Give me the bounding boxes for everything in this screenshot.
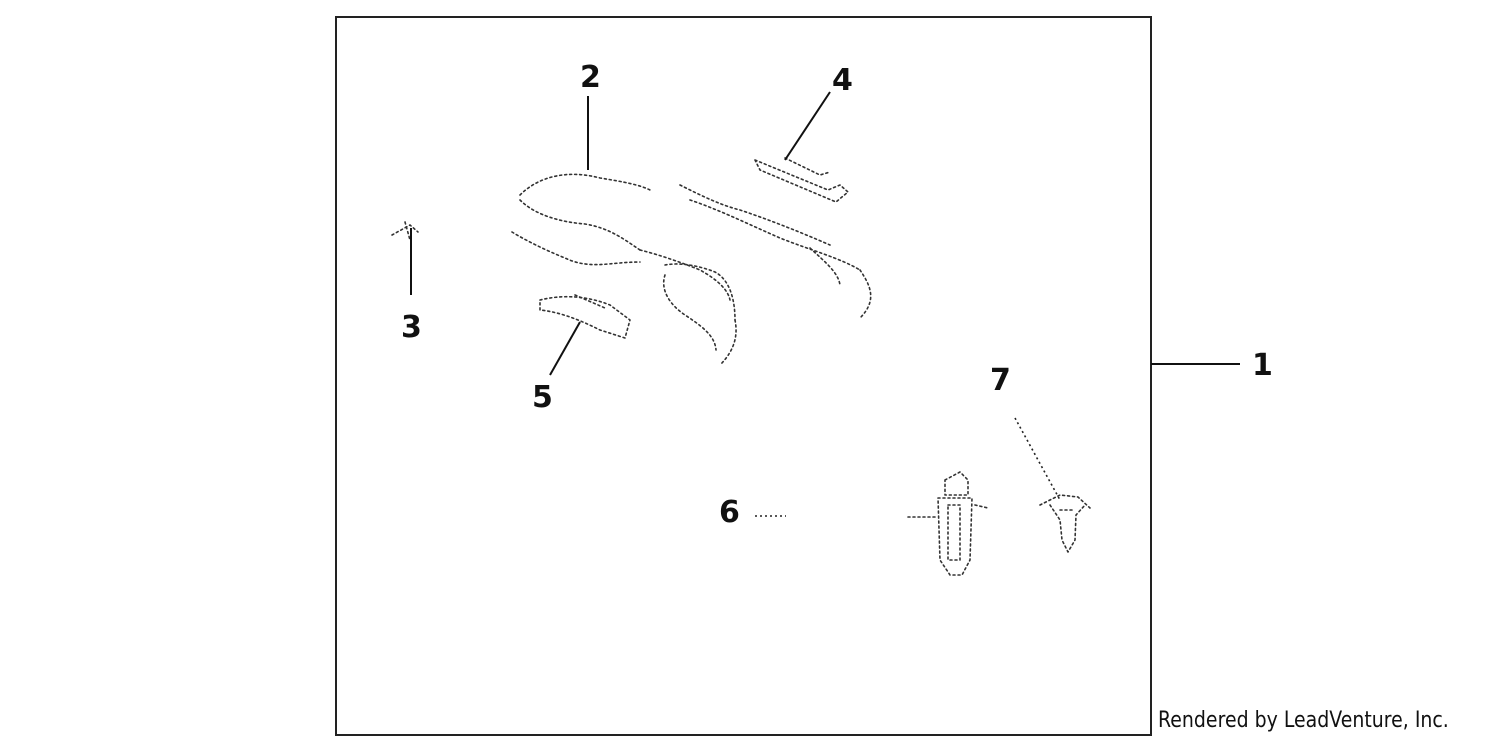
part-7-clip-illustration: [1039, 494, 1091, 553]
callout-1: 1: [1252, 348, 1273, 383]
kit-outline-box: [335, 16, 1152, 736]
part-4-strip-illustration: [679, 157, 872, 319]
part-2-trim-illustration: [511, 173, 737, 366]
leader-line-7: [1014, 417, 1061, 501]
render-credit: Rendered by LeadVenture, Inc.: [1158, 708, 1449, 733]
callout-2: 2: [580, 60, 601, 95]
callout-6: 6: [719, 495, 740, 530]
part-5-bracket-illustration: [539, 294, 631, 339]
callout-3: 3: [401, 310, 422, 345]
part-3-pin-illustration: [391, 221, 419, 241]
leader-line-5: [549, 321, 581, 376]
part-6-clip-illustration: [907, 471, 989, 576]
callout-4: 4: [832, 63, 853, 98]
leader-line-4: [784, 91, 831, 161]
callout-7: 7: [990, 363, 1011, 398]
callout-5: 5: [532, 380, 553, 415]
